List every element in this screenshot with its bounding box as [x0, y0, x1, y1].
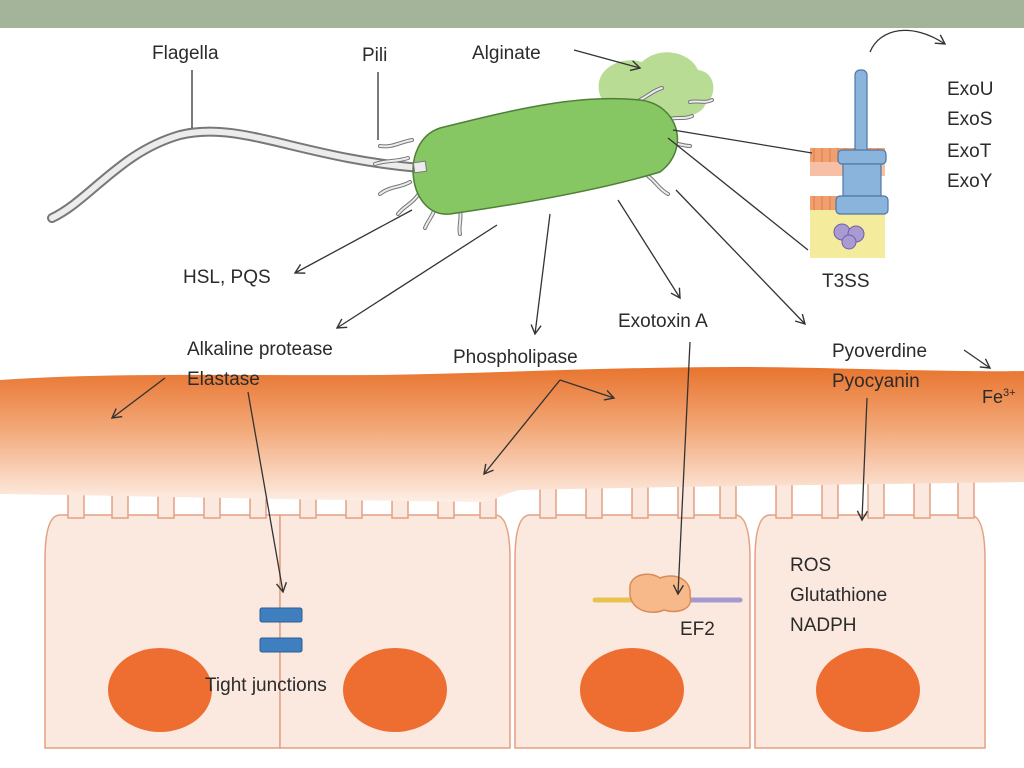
tight-junction — [259, 637, 303, 653]
leader-lines — [191, 70, 813, 251]
alginate-label: Alginate — [472, 43, 541, 64]
ef2-label: EF2 — [680, 619, 715, 640]
pili-label: Pili — [362, 45, 388, 66]
epithelial-cell-4 — [754, 514, 986, 749]
alkaline-protease-label: Alkaline protease — [187, 339, 333, 360]
fe-text: Fe — [982, 387, 1004, 407]
t3ss-apparatus — [810, 69, 889, 258]
pyoverdine-label: Pyoverdine — [832, 341, 928, 362]
exoenzyme-exoy: ExoY — [947, 171, 993, 192]
exoenzyme-exot: ExoT — [947, 141, 992, 162]
bacterium-body — [412, 97, 679, 215]
exotoxin-a-label: Exotoxin A — [618, 311, 708, 332]
pyocyanin-label: Pyocyanin — [832, 371, 920, 392]
host-product-glutathione: Glutathione — [790, 585, 888, 606]
elastase-label: Elastase — [187, 369, 260, 390]
nucleus — [108, 648, 212, 732]
nucleus — [816, 648, 920, 732]
fe3-label: Fe3+ — [982, 386, 1016, 409]
ef2-ribosome — [592, 573, 743, 613]
header-band — [0, 0, 1024, 28]
host-product-nadph: NADPH — [790, 615, 857, 636]
flagella-label: Flagella — [152, 43, 219, 64]
epithelial-cell-1 — [44, 514, 281, 749]
fe-charge: 3+ — [1003, 387, 1016, 399]
nucleus — [343, 648, 447, 732]
exoenzyme-exos: ExoS — [947, 109, 993, 130]
tight-junctions-label: Tight junctions — [205, 675, 327, 696]
exoenzyme-exou: ExoU — [947, 79, 994, 100]
hsl-pqs-label: HSL, PQS — [183, 267, 271, 288]
tight-junction — [259, 607, 303, 623]
arrows — [110, 29, 992, 596]
t3ss-label: T3SS — [822, 271, 870, 292]
phospholipase-label: Phospholipase — [453, 347, 578, 368]
epithelial-cells — [44, 479, 986, 749]
mucus-layer — [0, 366, 1024, 502]
epithelial-cell-3 — [514, 514, 751, 749]
nucleus — [580, 648, 684, 732]
host-product-ros: ROS — [790, 555, 832, 576]
